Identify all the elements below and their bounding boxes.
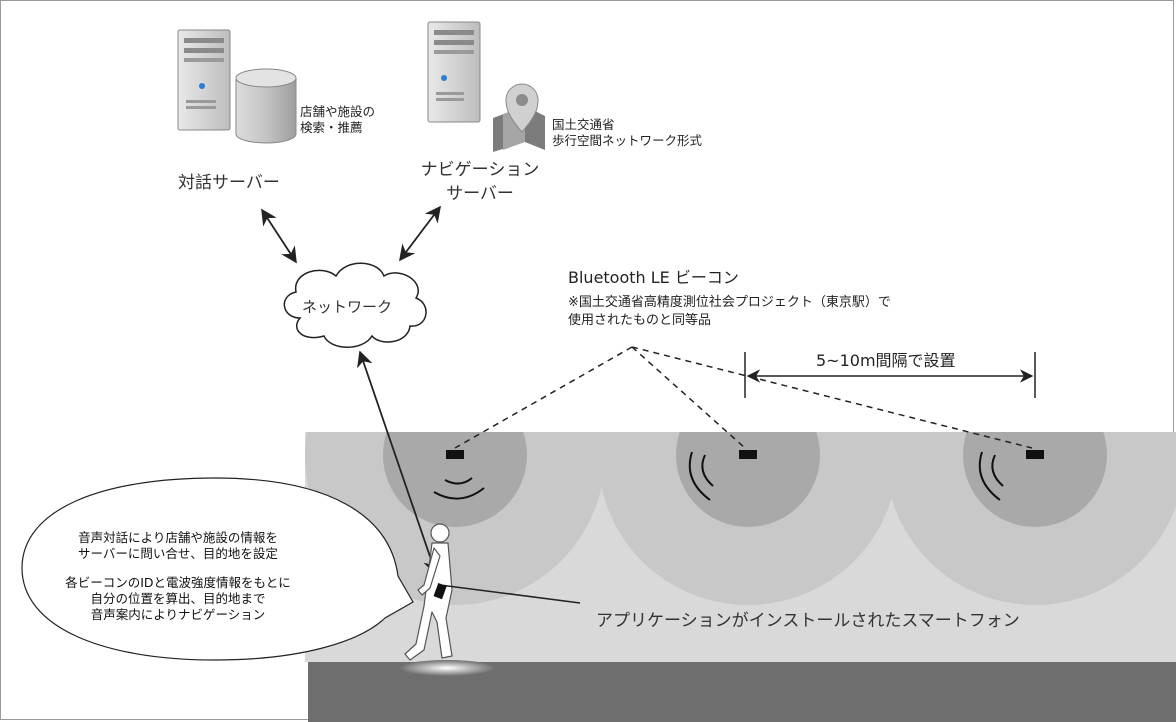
beacon-3-inner-range (963, 432, 1107, 527)
beacon-note: ※国土交通省高精度測位社会プロジェクト（東京駅）で 使用されたものと同等品 (568, 294, 891, 330)
bubble-text: 音声対話により店舗や施設の情報を サーバーに問い合せ、目的地を設定 各ビーコンの… (28, 530, 328, 623)
map-pin-icon (493, 83, 545, 152)
interval-dimension (744, 352, 1036, 398)
floor-spotlight (399, 660, 495, 676)
navigation-server-note: 国土交通省 歩行空間ネットワーク形式 (552, 117, 702, 149)
wave-icon (688, 451, 711, 501)
navigation-server-note-line2: 歩行空間ネットワーク形式 (552, 133, 703, 148)
beacon-note-line2: 使用されたものと同等品 (568, 313, 712, 328)
navigation-server-label: ナビゲーション サーバー (410, 158, 550, 206)
bubble-line4: 自分の位置を算出、目的地まで (90, 591, 266, 606)
wave-icon (991, 454, 1004, 487)
smartphone-icon (433, 582, 447, 600)
beacon-3 (1026, 450, 1044, 459)
dialog-server-icon (177, 29, 231, 131)
database-icon (235, 68, 297, 144)
dialog-server-note: 店舗や施設の 検索・推薦 (300, 104, 375, 136)
server-network-arrows (261, 205, 441, 576)
beacon-1 (446, 450, 464, 459)
speech-bubble (21, 477, 414, 661)
beacon-interval-label: 5~10m間隔で設置 (814, 347, 958, 371)
beacon-pointer-lines (454, 346, 1033, 449)
navigation-server-icon (427, 21, 481, 123)
dialog-network-arrow (261, 208, 297, 264)
dialog-server-note-line2: 検索・推薦 (300, 120, 363, 135)
wave-icon (701, 454, 714, 487)
beacon-2-inner-range (676, 432, 820, 527)
bubble-line2: サーバーに問い合せ、目的地を設定 (78, 546, 278, 561)
beacon-note-line1: ※国土交通省高精度測位社会プロジェクト（東京駅）で (568, 295, 891, 310)
app-label: アプリケーションがインストールされたスマートフォン (596, 611, 1020, 631)
navigation-server-label-line1: ナビゲーション (420, 160, 540, 180)
bubble-line3: 各ビーコンのIDと電波強度情報をもとに (65, 575, 291, 590)
bubble-line5: 音声案内によりナビゲーション (90, 607, 266, 622)
dialog-server-label: 対話サーバー (178, 173, 280, 193)
beacon-title: Bluetooth LE ビーコン (568, 268, 739, 287)
beacon-2 (739, 450, 757, 459)
network-phone-arrow (357, 350, 439, 576)
wave-icon (978, 451, 1001, 501)
wave-icon (444, 477, 473, 485)
navigation-server-note-line1: 国土交通省 (552, 117, 615, 132)
white-cane (439, 584, 581, 604)
dialog-server-note-line1: 店舗や施設の (300, 104, 376, 119)
network-cloud (283, 262, 427, 348)
bubble-line1: 音声対話により店舗や施設の情報を (78, 530, 278, 545)
navigation-network-arrow (399, 205, 441, 262)
navigation-server-label-line2: サーバー (446, 184, 514, 204)
walking-person-icon (404, 523, 453, 661)
network-label: ネットワーク (302, 298, 393, 316)
